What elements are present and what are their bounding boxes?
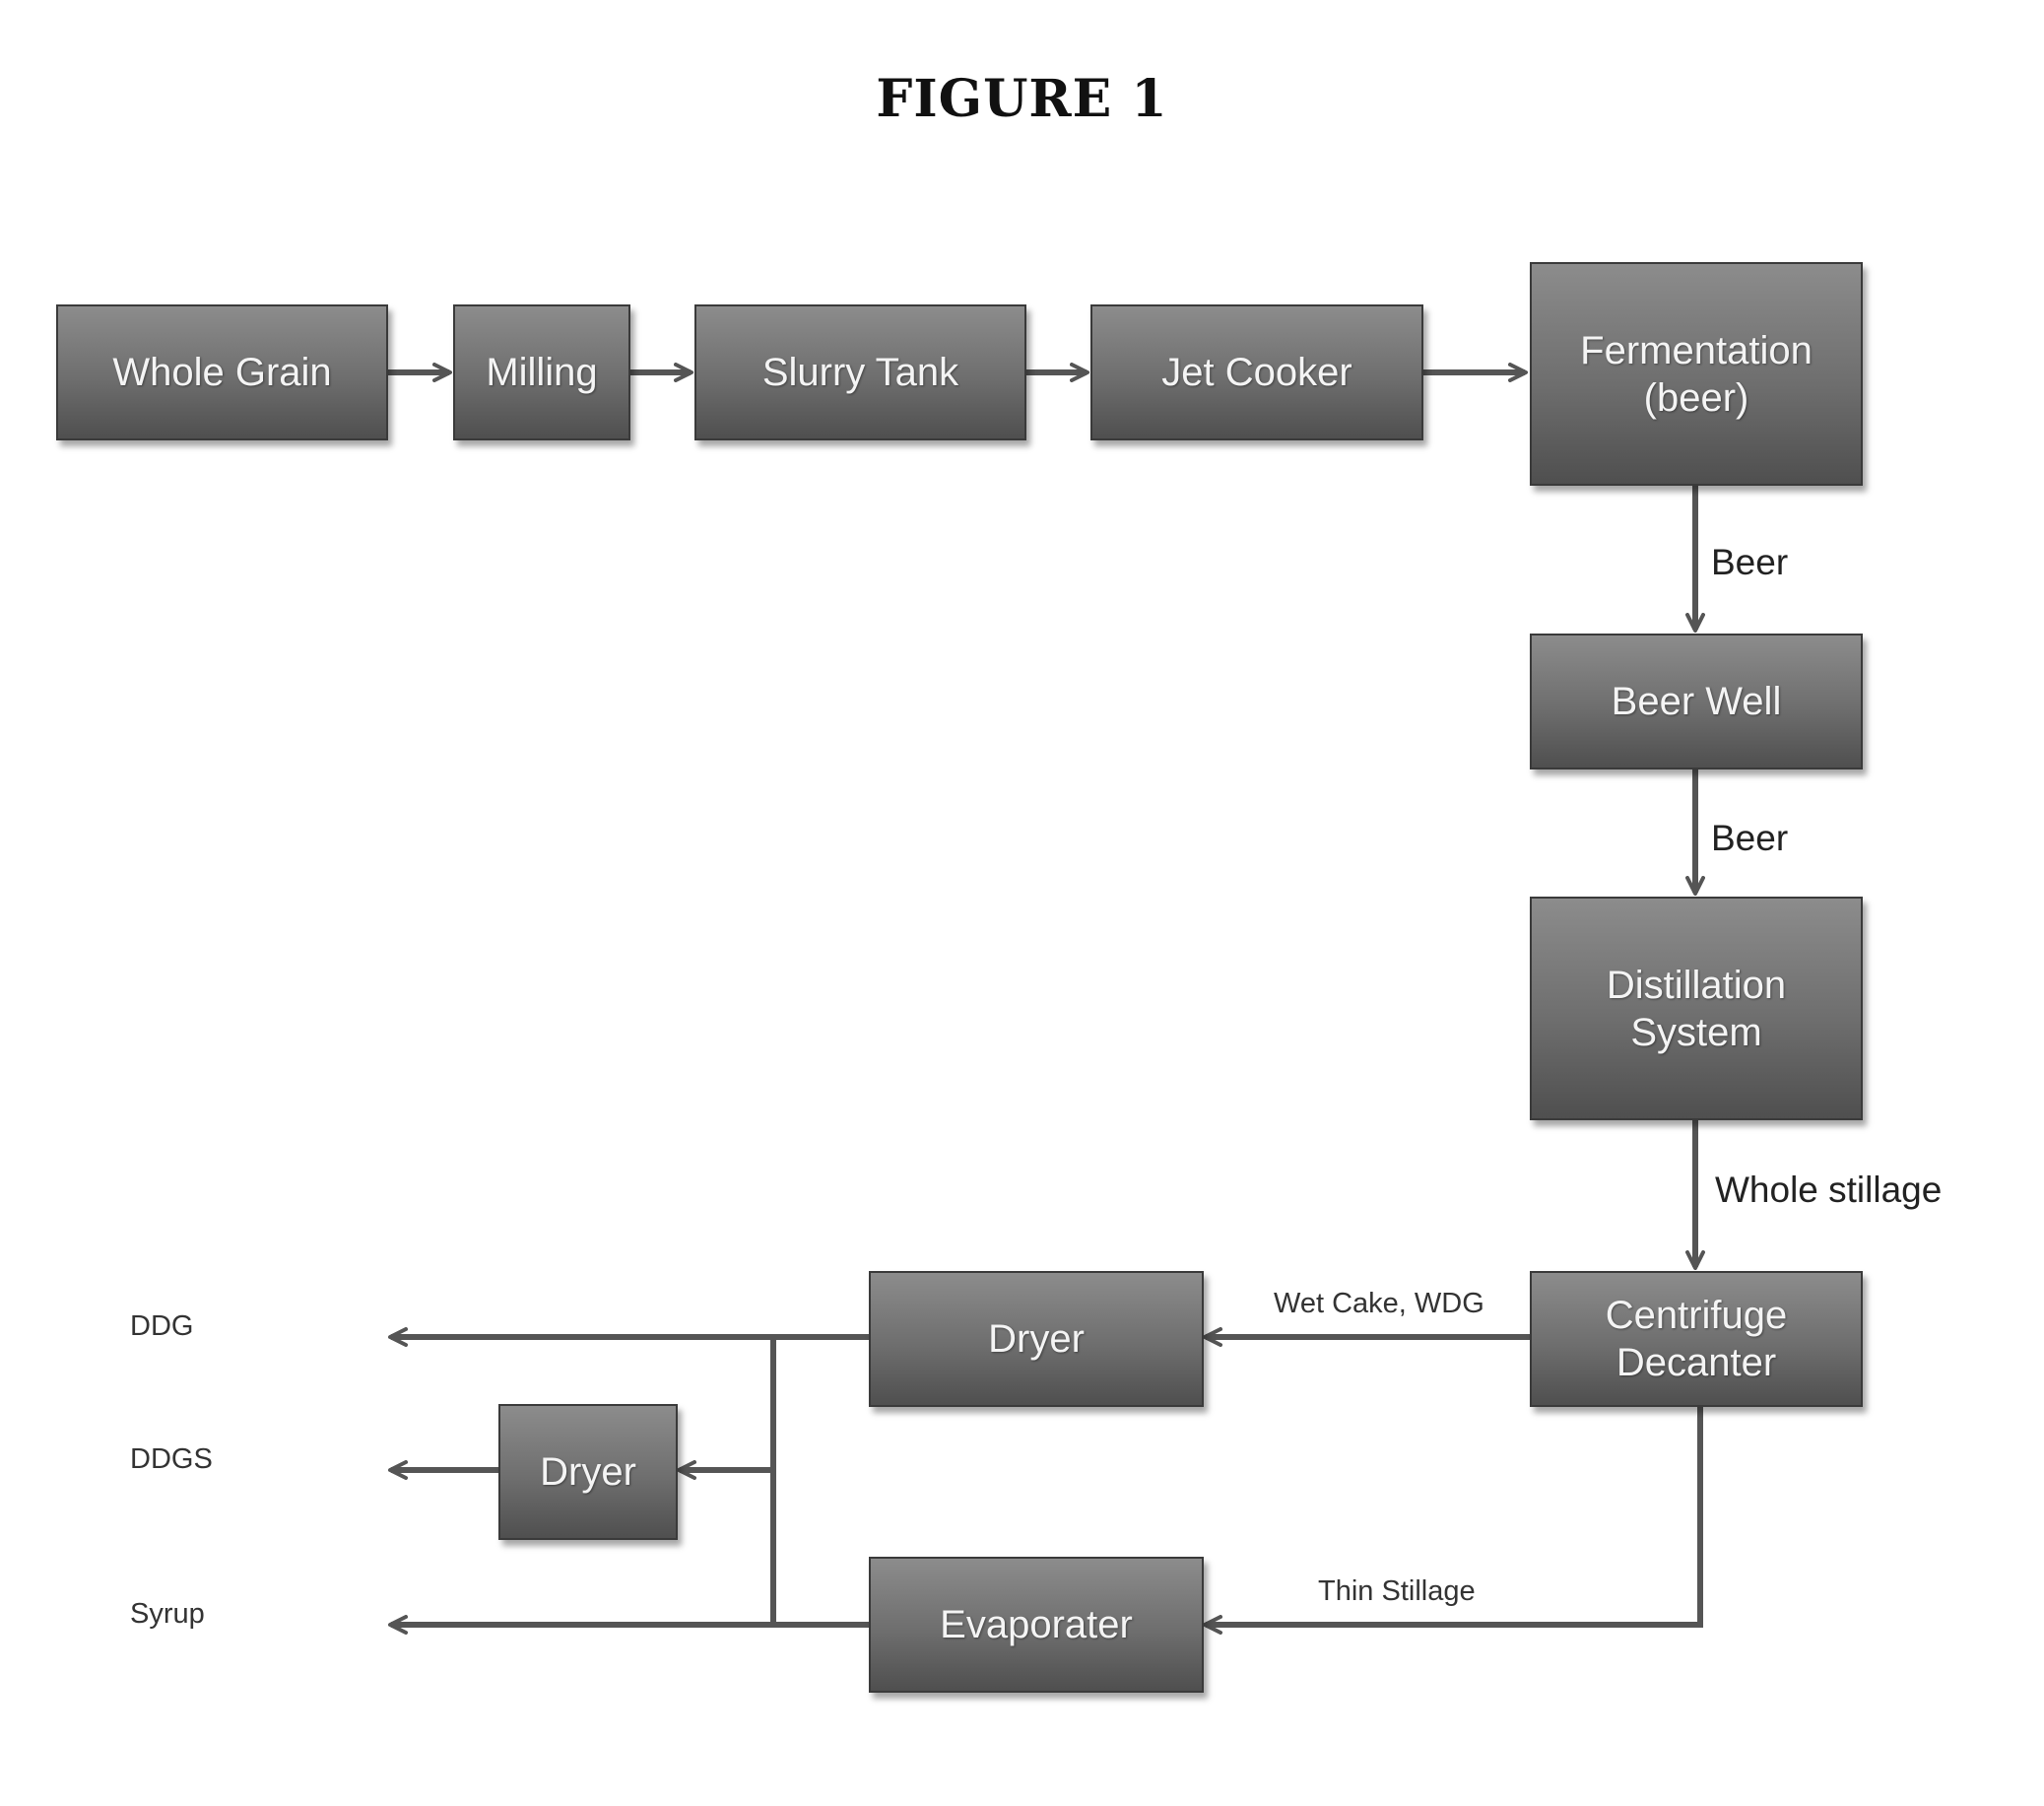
box-fermentation: Fermentation (beer) xyxy=(1530,262,1863,486)
box-jet-cooker: Jet Cooker xyxy=(1090,304,1423,440)
box-milling: Milling xyxy=(453,304,630,440)
box-dryer-top: Dryer xyxy=(869,1271,1204,1407)
output-ddg: DDG xyxy=(130,1310,193,1343)
output-syrup: Syrup xyxy=(130,1598,205,1631)
flow-label-beer-2: Beer xyxy=(1711,818,1788,859)
box-distillation-system: Distillation System xyxy=(1530,897,1863,1120)
flow-label-thin-stillage: Thin Stillage xyxy=(1318,1575,1476,1608)
box-slurry-tank: Slurry Tank xyxy=(694,304,1026,440)
box-whole-grain: Whole Grain xyxy=(56,304,388,440)
flow-label-whole-stillage: Whole stillage xyxy=(1715,1170,1942,1211)
box-beer-well: Beer Well xyxy=(1530,634,1863,769)
box-centrifuge-decanter: Centrifuge Decanter xyxy=(1530,1271,1863,1407)
box-evaporater: Evaporater xyxy=(869,1557,1204,1693)
box-dryer-mid: Dryer xyxy=(498,1404,678,1540)
flow-label-wet-cake: Wet Cake, WDG xyxy=(1274,1288,1484,1320)
output-ddgs: DDGS xyxy=(130,1443,213,1476)
flow-label-beer-1: Beer xyxy=(1711,542,1788,583)
